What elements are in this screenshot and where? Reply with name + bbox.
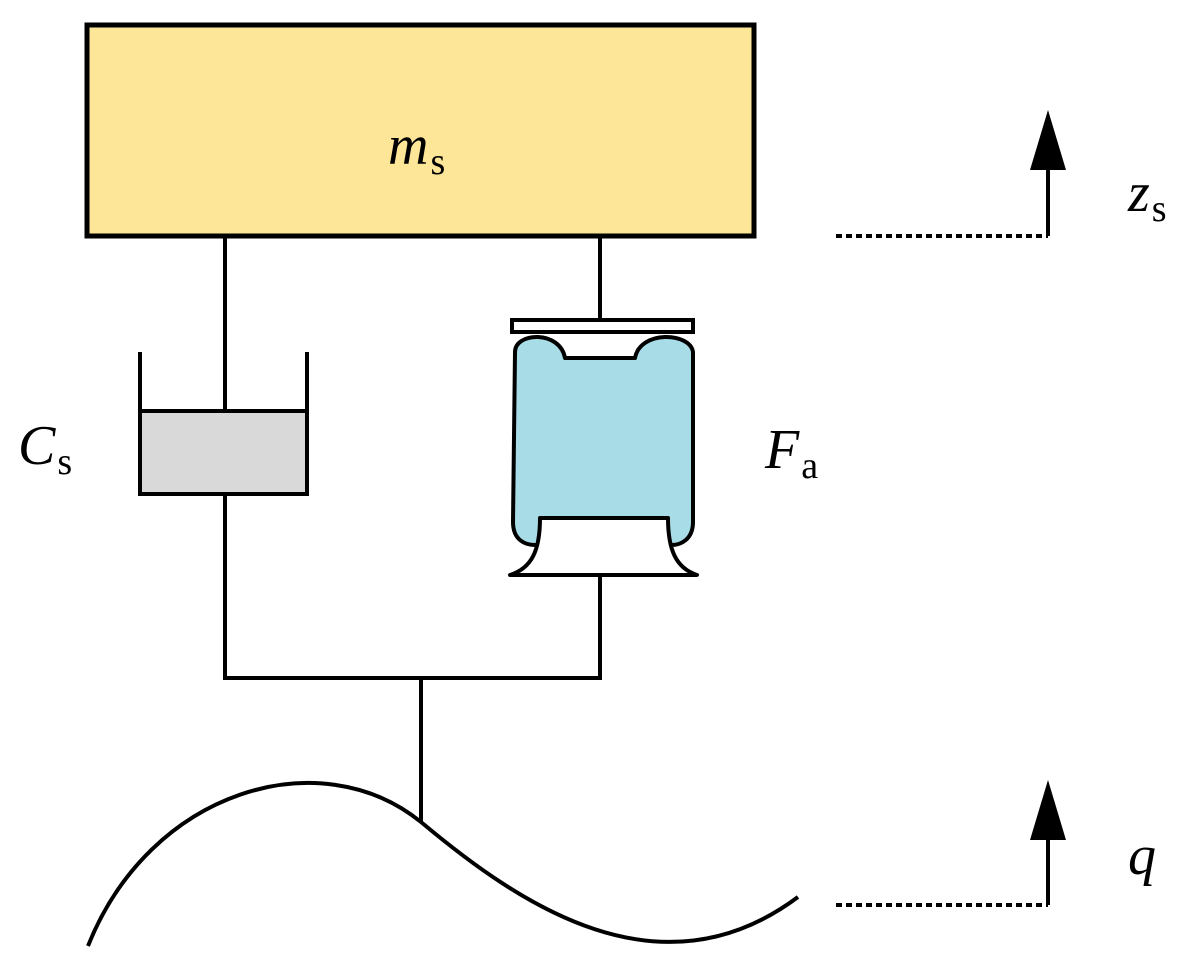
airspring-top-plate (510, 318, 695, 334)
airspring-bellows (511, 335, 695, 547)
body-displacement-label: zs (1128, 162, 1167, 230)
actuator-force-label: Fa (765, 419, 819, 487)
road-profile-curve (86, 780, 800, 947)
airspring-piston-base (508, 516, 699, 577)
damper-label: Cs (18, 415, 73, 483)
damper-piston (138, 409, 309, 496)
sprung-mass-block (84, 22, 757, 239)
body-displacement-arrow-icon (1030, 110, 1066, 170)
road-input-label: q (1128, 825, 1156, 887)
road-input-arrow-icon (1030, 780, 1066, 840)
sprung-mass-label: ms (388, 115, 446, 183)
